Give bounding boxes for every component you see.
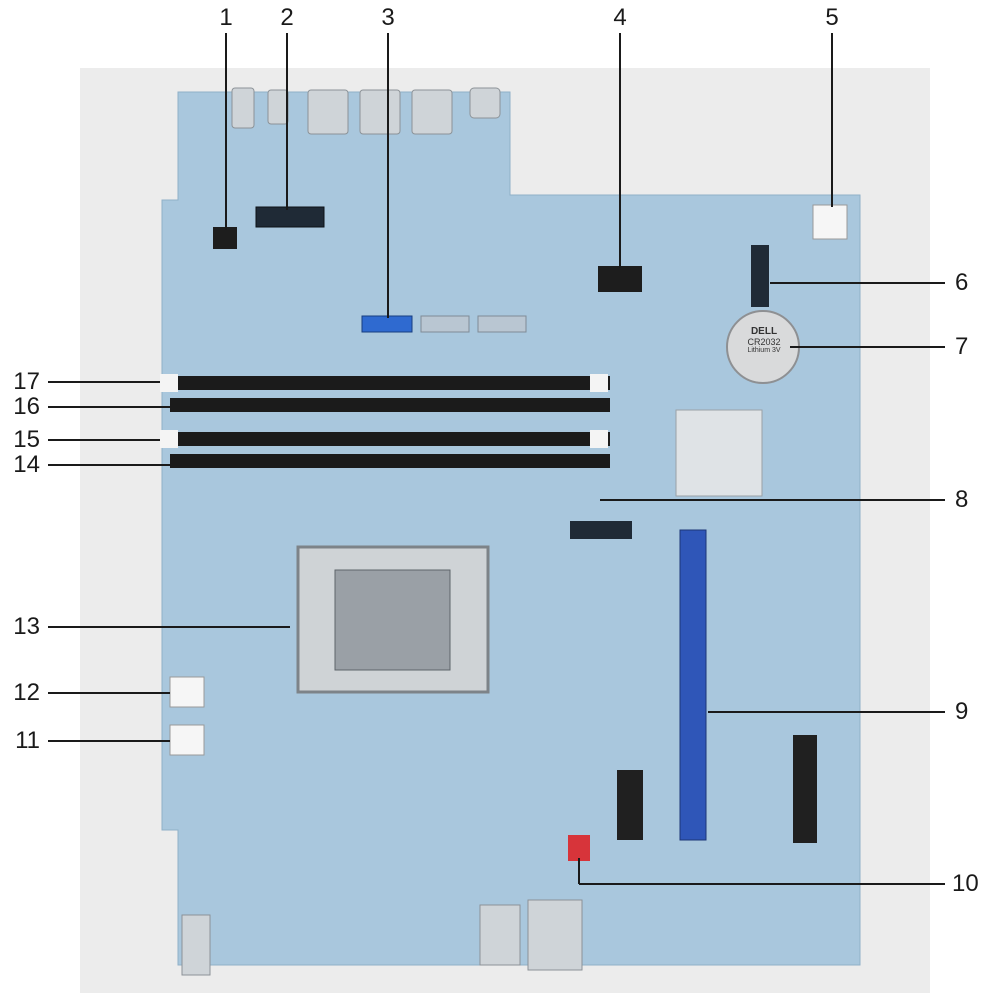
callout-8: 8 (955, 486, 969, 513)
callout-2: 2 (280, 4, 294, 31)
power-connector-6pin (812, 204, 848, 240)
chipset-heatsink (675, 409, 763, 497)
battery-model: CR2032 (747, 337, 781, 347)
pcie-x1-slot-left (617, 770, 643, 840)
callout-12: 12 (13, 679, 40, 706)
usb-rj45-stack (527, 899, 583, 971)
callout-4: 4 (613, 4, 627, 31)
callout-14: 14 (13, 451, 40, 478)
callout-3: 3 (381, 4, 395, 31)
cpu-socket-inner (334, 569, 451, 671)
callout-11: 11 (15, 727, 40, 754)
callout-1: 1 (219, 4, 233, 31)
callout-13: 13 (13, 613, 40, 640)
callout-16: 16 (13, 393, 40, 420)
callout-9: 9 (955, 698, 969, 725)
callout-5: 5 (825, 4, 839, 31)
front-audio-jack (181, 914, 211, 976)
battery-subtext: Lithium 3V (747, 347, 781, 354)
rear-io (231, 87, 501, 135)
battery-label: DELL CR2032 Lithium 3V (738, 326, 790, 354)
front-usb-ports (479, 904, 521, 966)
sata-connector-blue (361, 315, 413, 333)
pcie-x16-slot (679, 529, 707, 841)
callout-10: 10 (952, 870, 979, 897)
memory-slots (160, 374, 610, 468)
fan-header (568, 835, 590, 861)
leader-lines (48, 33, 945, 885)
power-switch-header (213, 227, 237, 249)
callout-15: 15 (13, 426, 40, 453)
power-connector-11 (169, 724, 205, 756)
pcie-x4-slot-right (793, 735, 817, 843)
callout-7: 7 (955, 333, 969, 360)
m2-ssd-slot-vertical (751, 245, 769, 307)
callout-17: 17 (13, 368, 40, 395)
brand-mark: DELL (750, 326, 778, 337)
cpu-power-connector-4pin (598, 266, 642, 292)
sata-connector-3 (477, 315, 527, 333)
callout-6: 6 (955, 269, 969, 296)
power-connector-12 (169, 676, 205, 708)
sata-connector-2 (420, 315, 470, 333)
m2-wlan-slot (255, 206, 325, 228)
m2-ssd-slot-horizontal (570, 521, 632, 539)
